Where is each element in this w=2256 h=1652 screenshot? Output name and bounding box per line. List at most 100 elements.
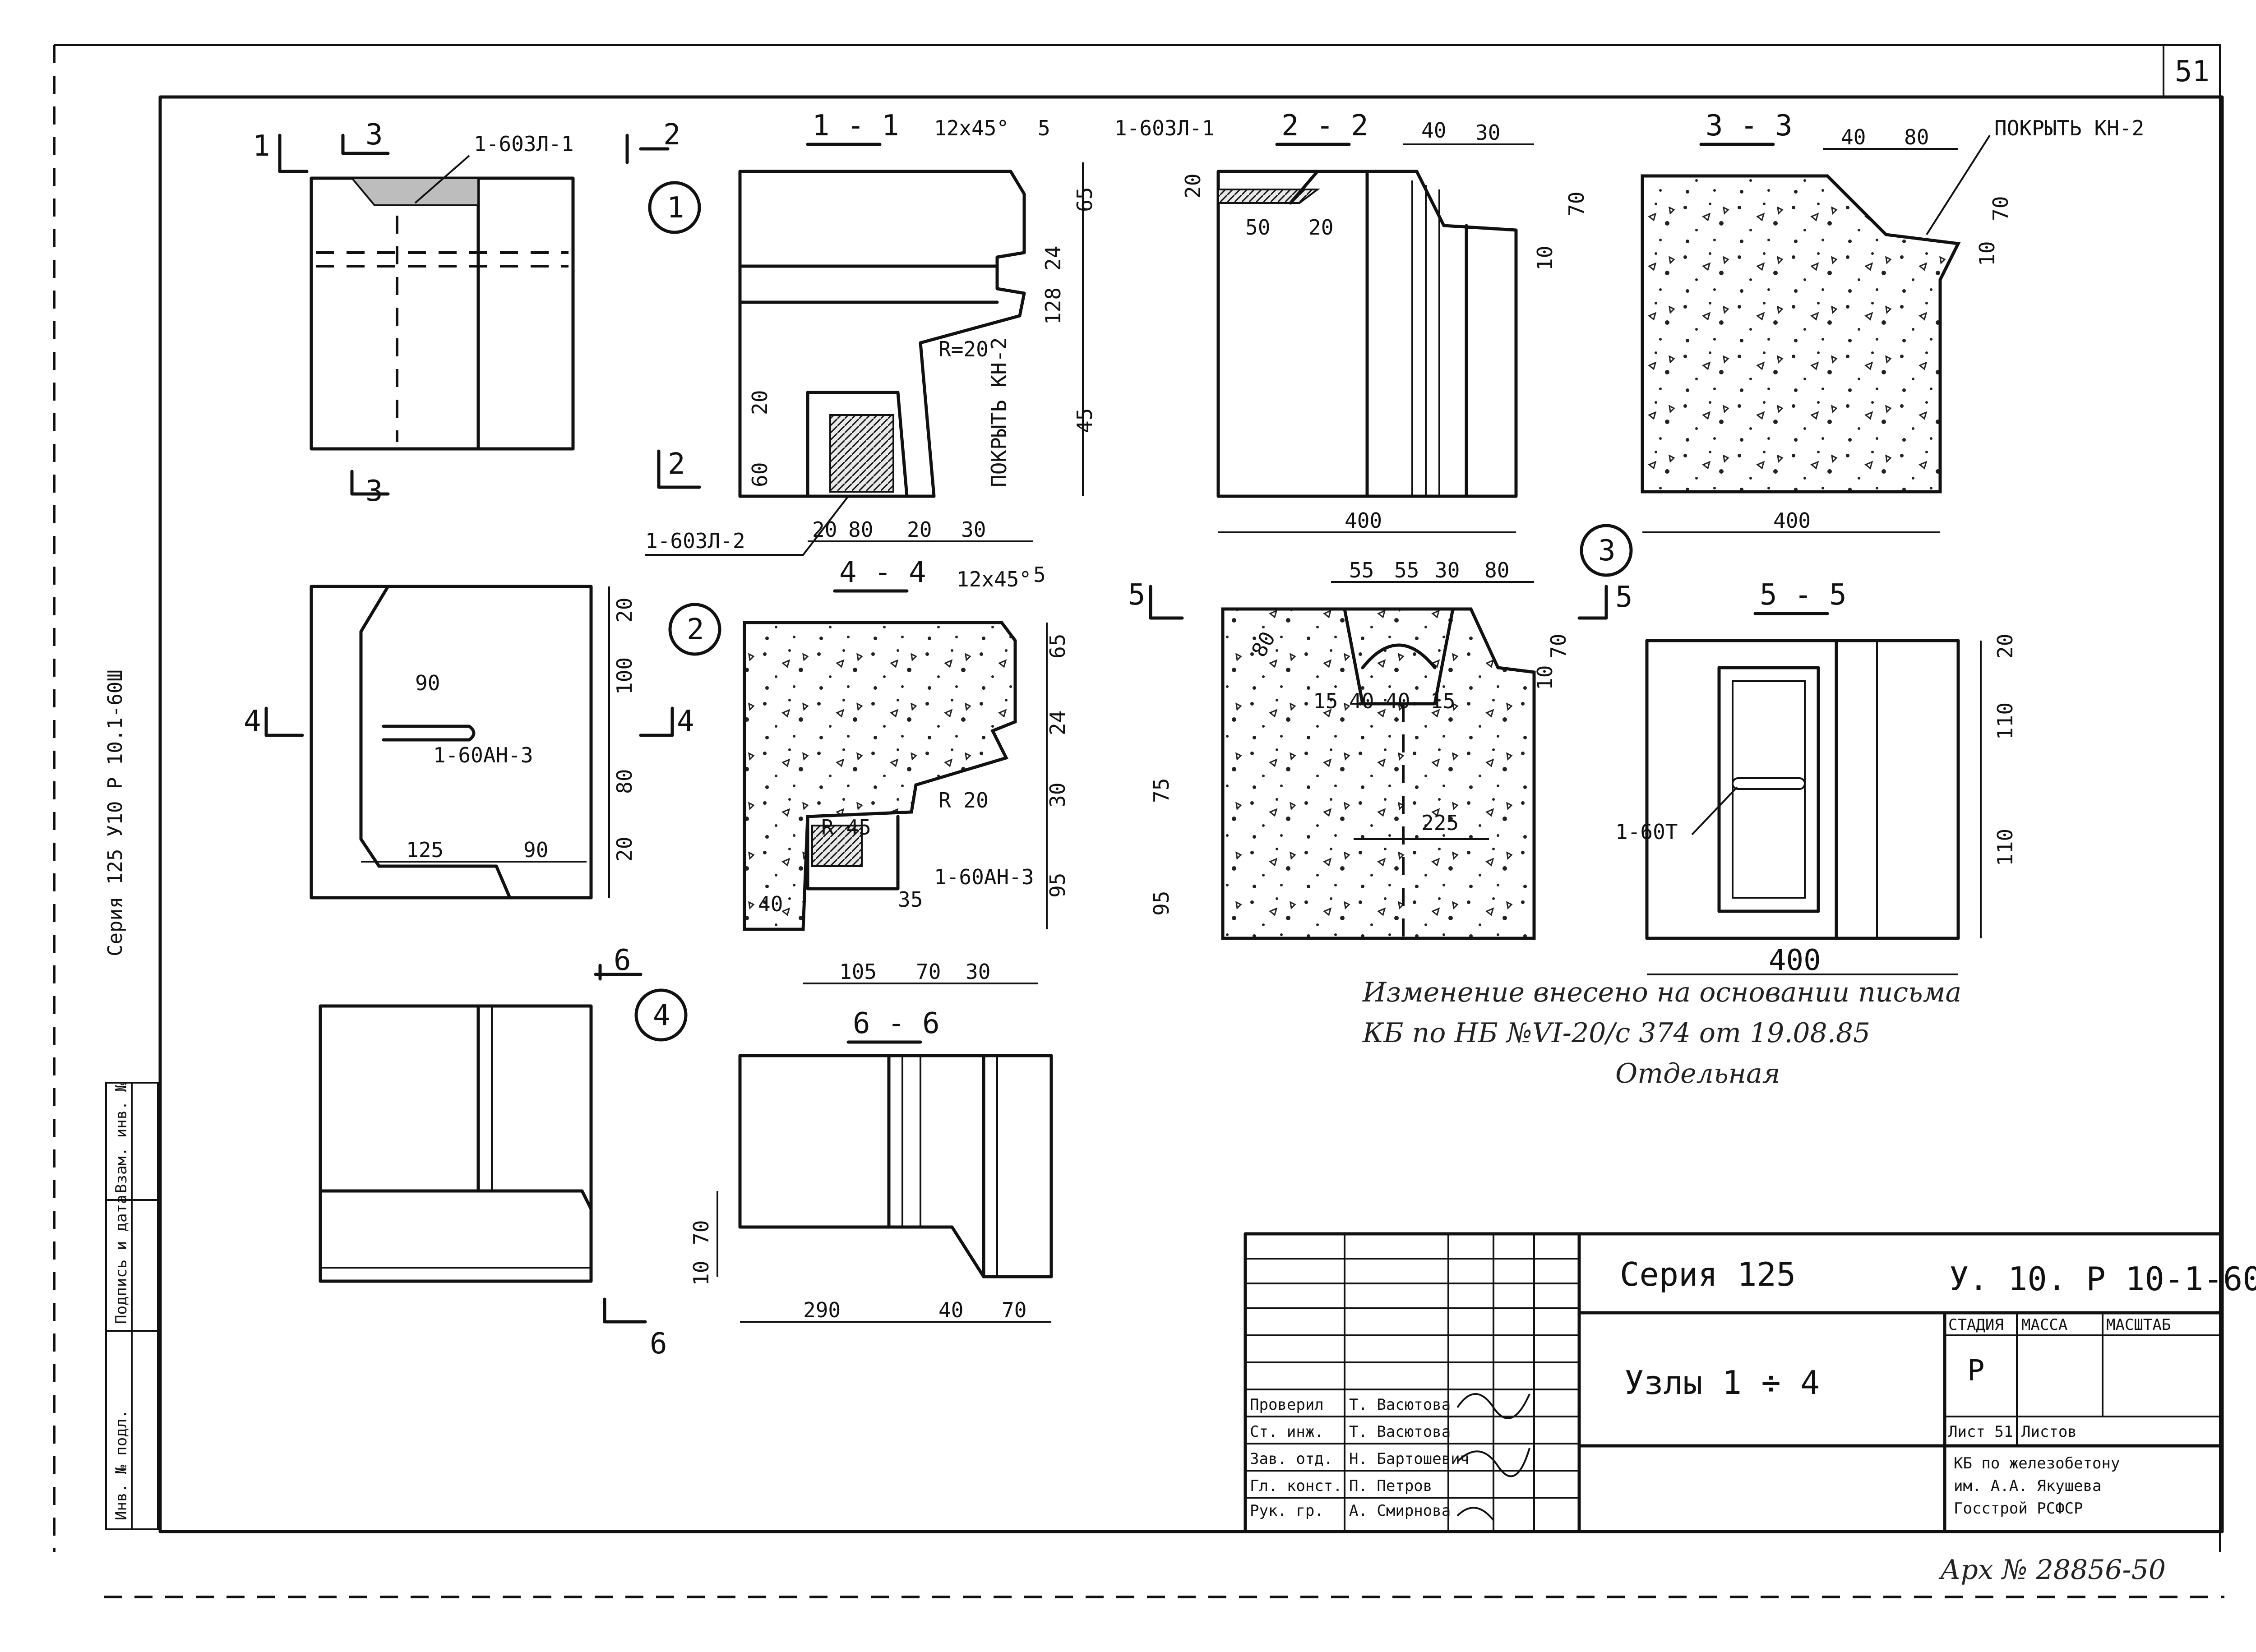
revision-note: Изменение внесено на основании письма КБ… (1362, 977, 1961, 1089)
dimension-text: 128 (1041, 287, 1065, 325)
dimension-text: 40 (1841, 125, 1866, 149)
dimension-text: 55 (1349, 558, 1374, 582)
radius-label: R=20 (938, 337, 989, 361)
dimension-text: 70 (689, 1220, 713, 1245)
dimension-text: 5 (1033, 563, 1046, 587)
sheet-name: Узлы 1 ÷ 4 (1624, 1364, 1820, 1402)
series-title: Серия 125 (1620, 1255, 1796, 1293)
section-title-3-3: 3 - 3 (1706, 109, 1793, 143)
signature-name: Т. Васютова (1349, 1423, 1451, 1441)
dimension-text: 95 (1149, 891, 1174, 916)
section-1-1: 1 - 1 R=20 ПОКРЫТЬ КН-2 12х45° 1-603Л-2 … (645, 109, 1097, 556)
node-number-3: 3 (1598, 534, 1616, 568)
sheets-count-label: Листов (2021, 1423, 2077, 1441)
section-5-5: 5 - 5 1-60Т 20 110 110 400 (1615, 578, 2017, 977)
signature-name: П. Петров (1349, 1477, 1432, 1495)
dimension-text: 20 (907, 517, 932, 542)
dimension-text: 80 (1484, 558, 1509, 582)
dimension-text: 70 (1564, 192, 1589, 217)
section-title-4-4: 4 - 4 (839, 556, 926, 589)
dimension-text: 10 (1533, 665, 1557, 690)
cut-mark-3: 3 (365, 118, 383, 152)
section-3-3: 3 - 3 ПОКРЫТЬ КН-2 40 80 70 10 400 (1641, 109, 2144, 533)
node-number-4: 4 (653, 999, 670, 1032)
dimension-text: 110 (1993, 829, 2017, 866)
signature-name: Н. Бартошевич (1349, 1450, 1469, 1468)
chamfer-label: 12х45° (934, 116, 1009, 140)
archive-number: Арх № 28856-50 (1938, 1554, 2166, 1586)
dimension-text: 20 (1308, 215, 1333, 240)
scale-header: МАСШТАБ (2106, 1316, 2171, 1334)
organization-line-3: Госстрой РСФСР (1954, 1500, 2083, 1518)
page-number-box: 51 (2175, 55, 2210, 88)
dimension-text: 400 (1769, 944, 1821, 977)
dimension-text: 20 (1993, 634, 2017, 659)
dimension-text: 90 (415, 671, 440, 695)
dimension-text: 15 (1313, 689, 1338, 713)
coating-label: ПОКРЫТЬ КН-2 (987, 337, 1011, 487)
dimension-text: 40 (758, 892, 783, 916)
mass-header: МАССА (2021, 1316, 2067, 1334)
dimension-text: 10 (1533, 246, 1557, 271)
dimension-text: 45 (1073, 408, 1097, 433)
dimension-text: 290 (803, 1298, 841, 1322)
dimension-text: 70 (916, 960, 941, 984)
dimension-text: 30 (1435, 558, 1460, 582)
dimension-text: 20 (748, 390, 772, 415)
section-title-5-5: 5 - 5 (1760, 578, 1847, 612)
dimension-text: 70 (1546, 634, 1571, 659)
dimension-text: 125 (406, 838, 444, 862)
node2-plan-view: 90 1-60АН-3 20 100 80 20 125 90 4 4 (244, 585, 694, 900)
section-title-6-6: 6 - 6 (853, 1007, 940, 1040)
dimension-text: 65 (1045, 634, 1070, 659)
cut-mark-6b: 6 (650, 1327, 667, 1361)
dimension-text: 225 (1421, 811, 1459, 835)
dimension-text: 24 (1041, 246, 1065, 271)
part-label: 1-603Л-1 (1114, 116, 1215, 140)
dimension-text: 80 (612, 769, 637, 794)
cut-mark-5b: 5 (1615, 581, 1633, 614)
sheet-number-label: Лист 51 (1948, 1423, 2013, 1441)
note-line-2: КБ по НБ №VI-20/с 374 от 19.08.85 (1362, 1017, 1870, 1049)
page-number: 51 (2175, 55, 2210, 88)
inventory-label-1: Инв. № подл. (112, 1409, 130, 1520)
dimension-text: 20 (812, 517, 837, 542)
dimension-text: 110 (1993, 702, 2017, 740)
dimension-text: 105 (839, 960, 877, 984)
dimension-text: 55 (1394, 558, 1419, 582)
dimension-text: 30 (961, 517, 986, 542)
document-code: У. 10. Р 10-1-60Ш (1949, 1260, 2256, 1298)
cut-mark-3b: 3 (365, 475, 383, 508)
section-title-2-2: 2 - 2 (1281, 109, 1368, 143)
cut-mark-1: 1 (253, 129, 270, 163)
node2-marker: 2 (668, 603, 721, 656)
dimension-text: 75 (1149, 778, 1174, 803)
node3-marker: 3 (1580, 524, 1633, 577)
dimension-text: 80 (848, 517, 873, 542)
section-2-2: 2 - 2 1-603Л-1 50 20 40 30 20 70 10 400 (1114, 109, 1589, 533)
node1-marker: 1 (648, 181, 701, 234)
section-4-4: 4 - 4 12х45° R 45 R 20 1-60АН-3 65 24 30… (743, 556, 1174, 984)
stage-header: СТАДИЯ (1948, 1316, 2004, 1334)
cut-mark-6: 6 (614, 944, 631, 977)
dimension-text: 65 (1073, 187, 1097, 212)
side-stamp: Серия 125 У10 Р 10.1-60Ш (104, 669, 127, 956)
note-line-1: Изменение внесено на основании письма (1362, 977, 1961, 1008)
node3-view: 5 5 55 55 30 80 70 10 15 40 40 15 80 225 (1128, 558, 1633, 940)
note-line-3: Отдельная (1615, 1058, 1780, 1089)
dimension-text: 40 (938, 1298, 963, 1322)
node1-plan-view: 1-603Л-1 1 3 3 2 2 (253, 118, 701, 508)
dimension-text: 400 (1345, 508, 1382, 533)
signature-name: А. Смирнова (1349, 1502, 1451, 1520)
stage-value: Р (1967, 1354, 1985, 1388)
dimension-text: 70 (1002, 1298, 1026, 1322)
dimension-text: 30 (1475, 120, 1500, 145)
dimension-text: 40 (1421, 118, 1446, 143)
organization-line-2: им. А.А. Якушева (1954, 1477, 2102, 1495)
inventory-strip: Инв. № подл. Подпись и дата Взам. инв. № (105, 1082, 159, 1530)
dimension-text: 15 (1430, 689, 1455, 713)
radius-label: R 45 (821, 815, 871, 840)
dimension-text: 70 (1988, 196, 2013, 221)
dimension-text: 80 (1904, 125, 1929, 149)
